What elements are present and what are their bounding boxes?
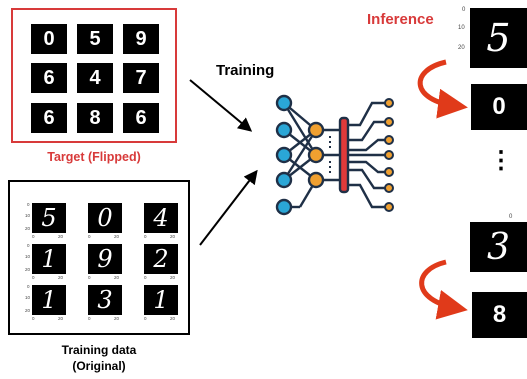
mnist-digit-image: 2 <box>144 244 178 274</box>
training-data-caption: Training data (Original) <box>8 342 190 374</box>
axis-tick: 20 <box>25 267 31 272</box>
axis-tick: 10 <box>25 295 31 300</box>
axis-tick: 0 <box>462 7 466 13</box>
target-digit: 4 <box>77 63 113 93</box>
caption-line: (Original) <box>72 359 126 373</box>
axis-tick: 20 <box>170 316 176 321</box>
axis-tick: 20 <box>170 275 176 280</box>
target-digit: 0 <box>31 24 67 54</box>
inference-input-image: 3 <box>470 222 527 272</box>
inference-output: 0 <box>471 84 527 130</box>
axis-tick: 0 <box>144 234 147 239</box>
axis-tick: 0 <box>27 284 30 289</box>
target-digit: 5 <box>77 24 113 54</box>
training-data-box: 5 0 4 1 9 2 1 3 1 0 10 20 0 20 0 20 0 20… <box>8 180 190 335</box>
target-digit: 6 <box>123 103 159 133</box>
mnist-digit-image: 1 <box>144 285 178 315</box>
axis-tick: 20 <box>458 45 465 51</box>
axis-tick: 0 <box>32 316 35 321</box>
axis-tick: 0 <box>88 234 91 239</box>
inference-label: Inference <box>367 11 434 28</box>
axis-tick: 10 <box>458 25 465 31</box>
training-label: Training <box>216 62 275 79</box>
axis-tick: 20 <box>170 234 176 239</box>
mnist-digit-image: 4 <box>144 203 178 233</box>
axis-tick: 20 <box>25 226 31 231</box>
target-caption: Target (Flipped) <box>47 150 141 164</box>
arrow-target-to-network <box>189 79 253 132</box>
mnist-digit-image: 3 <box>88 285 122 315</box>
axis-tick: 0 <box>144 316 147 321</box>
caption-line: Training data <box>61 343 137 357</box>
curved-arrow-icon <box>419 259 468 320</box>
axis-tick: 0 <box>144 275 147 280</box>
axis-tick: 0 <box>27 243 30 248</box>
axis-tick: 10 <box>25 213 31 218</box>
axis-tick: 20 <box>58 316 64 321</box>
neural-network-icon <box>275 94 394 216</box>
axis-tick: 20 <box>58 234 64 239</box>
axis-tick: 0 <box>32 275 35 280</box>
target-digit: 7 <box>123 63 159 93</box>
target-grid-box: 0 5 9 6 4 7 6 8 6 <box>11 8 177 143</box>
axis-tick: 20 <box>114 275 120 280</box>
mnist-digit-image: 5 <box>32 203 66 233</box>
curved-arrow-icon <box>417 59 468 119</box>
axis-tick: 0 <box>509 214 513 220</box>
axis-tick: 0 <box>32 234 35 239</box>
target-digit: 6 <box>31 63 67 93</box>
ellipsis: ⋮ <box>489 147 513 174</box>
axis-tick: 0 <box>88 275 91 280</box>
axis-tick: 20 <box>114 234 120 239</box>
axis-tick: 20 <box>114 316 120 321</box>
axis-tick: 20 <box>25 308 31 313</box>
inference-input-image: 5 <box>470 8 527 68</box>
axis-tick: 0 <box>88 316 91 321</box>
arrow-data-to-network <box>199 169 258 246</box>
axis-tick: 20 <box>58 275 64 280</box>
mnist-digit-image: 1 <box>32 285 66 315</box>
mnist-digit-image: 1 <box>32 244 66 274</box>
target-digit: 9 <box>123 24 159 54</box>
inference-output: 8 <box>472 292 527 338</box>
target-digit: 6 <box>31 103 67 133</box>
target-digit: 8 <box>77 103 113 133</box>
mnist-digit-image: 9 <box>88 244 122 274</box>
mnist-digit-image: 0 <box>88 203 122 233</box>
axis-tick: 10 <box>25 254 31 259</box>
axis-tick: 0 <box>27 202 30 207</box>
